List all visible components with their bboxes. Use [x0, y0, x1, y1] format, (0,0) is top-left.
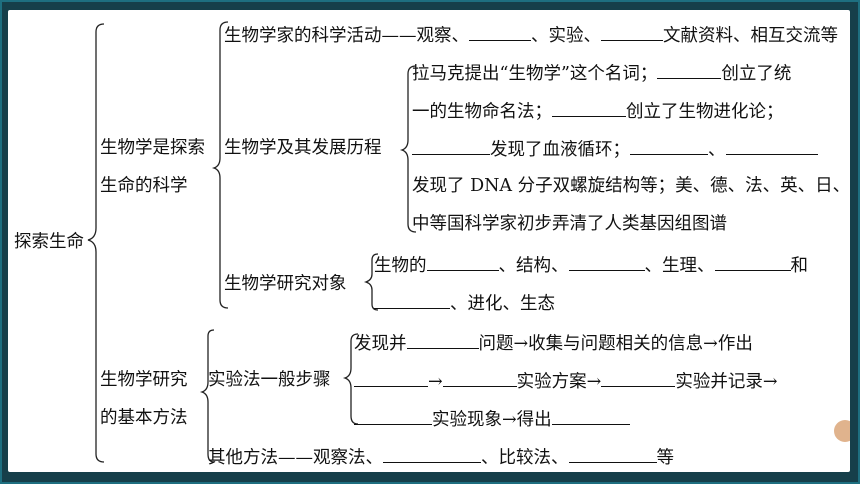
- history-text: 一的生物命名法；: [412, 102, 552, 122]
- node-science-line1: 生物学是探索: [100, 138, 205, 158]
- blank: [568, 254, 645, 271]
- experiment-line2: → 实验方案→ 实验并记录→: [354, 370, 778, 392]
- history-text: 发现了血液循环；: [490, 140, 630, 160]
- history-text: 、: [708, 140, 726, 160]
- blank: [601, 370, 676, 387]
- experiment-text: 实验方案→: [516, 372, 602, 392]
- history-text: 创立了统: [721, 64, 792, 84]
- node-methods-line1: 生物学研究: [100, 370, 188, 390]
- blank: [412, 138, 490, 155]
- blank: [568, 446, 657, 463]
- blank: [354, 408, 432, 425]
- activity-line: 生物学家的科学活动——观察、 、实验、 文献资料、相互交流等: [224, 24, 838, 46]
- activity-suffix: 文献资料、相互交流等: [663, 26, 838, 46]
- other-methods-line: 其他方法——观察法、 、比较法、 等: [208, 446, 674, 468]
- blank: [630, 138, 708, 155]
- other-text: 、比较法、: [481, 448, 569, 468]
- experiment-line3: 实验现象→得出: [354, 408, 630, 430]
- experiment-text: 实验并记录→: [675, 372, 778, 392]
- experiment-text: 发现并: [354, 334, 407, 354]
- node-science-line2: 生命的科学: [100, 176, 188, 196]
- object-text: 、结构、: [498, 256, 569, 276]
- root-title: 探索生命: [14, 232, 84, 252]
- activity-prefix: 生物学家的科学活动——观察、: [224, 26, 469, 46]
- object-text: 、进化、生态: [450, 294, 555, 314]
- history-text: 创立了生物进化论；: [626, 102, 784, 122]
- blank: [354, 370, 428, 387]
- blank: [442, 370, 517, 387]
- history-text: 拉马克提出“生物学”这个名词；: [412, 64, 658, 84]
- node-methods-line2: 的基本方法: [100, 408, 188, 428]
- blank: [426, 254, 499, 271]
- object-text: 生物的: [374, 256, 427, 276]
- experiment-line1: 发现并 问题→收集与问题相关的信息→作出: [354, 332, 753, 354]
- object-line1: 生物的 、结构、 、生理、 和: [374, 254, 808, 276]
- blank: [714, 254, 791, 271]
- object-text: 、生理、: [644, 256, 715, 276]
- object-line2: 、进化、生态: [374, 292, 555, 314]
- experiment-text: →: [428, 372, 443, 392]
- blank: [383, 446, 481, 463]
- activity-mid: 、实验、: [531, 26, 601, 46]
- history-line3: 发现了血液循环； 、: [412, 138, 818, 160]
- other-text: 其他方法——观察法、: [208, 448, 383, 468]
- decorative-circle: [834, 420, 850, 442]
- blank: [657, 62, 722, 79]
- history-label: 生物学及其发展历程: [224, 138, 382, 158]
- bracket-lines: [87, 21, 417, 463]
- history-line4: 发现了 DNA 分子双螺旋结构等；美、德、法、英、日、: [412, 176, 850, 196]
- blank: [374, 292, 450, 309]
- other-text: 等: [656, 448, 675, 468]
- experiment-text: 问题→收集与问题相关的信息→作出: [478, 334, 753, 354]
- blank: [601, 24, 663, 41]
- history-line5: 中等国科学家初步弄清了人类基因组图谱: [412, 214, 727, 234]
- content-card: 探索生命 生物学是探索 生命的科学 生物学研究 的基本方法 生物学家的科学活动—…: [8, 10, 850, 472]
- object-label: 生物学研究对象: [224, 274, 347, 294]
- experiment-label: 实验法一般步骤: [208, 370, 331, 390]
- blank: [469, 24, 531, 41]
- blank: [725, 138, 818, 155]
- blank: [406, 332, 479, 349]
- history-line2: 一的生物命名法； 创立了生物进化论；: [412, 100, 784, 122]
- object-text: 和: [790, 256, 809, 276]
- blank: [551, 408, 630, 425]
- blank: [552, 100, 626, 117]
- history-line1: 拉马克提出“生物学”这个名词； 创立了统: [412, 62, 791, 84]
- experiment-text: 实验现象→得出: [432, 410, 552, 430]
